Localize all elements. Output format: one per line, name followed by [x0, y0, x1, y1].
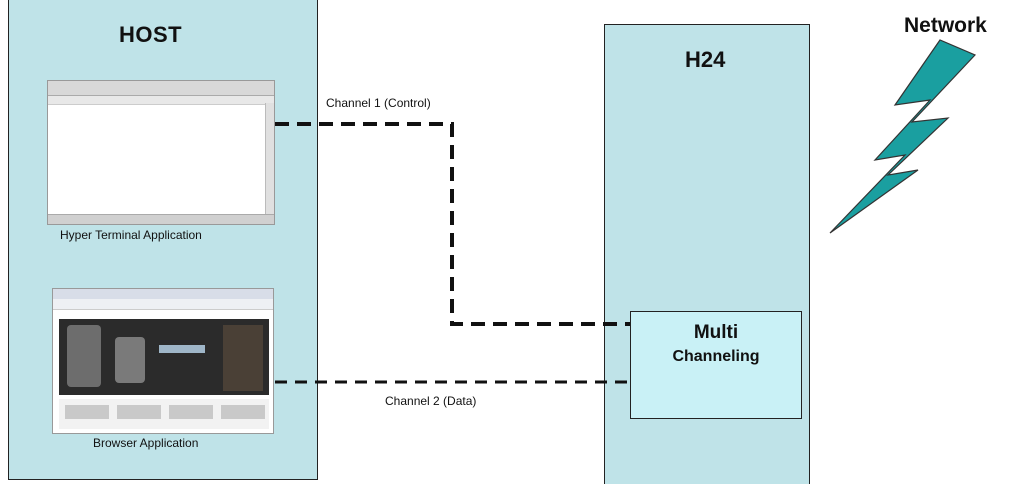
network-lightning-icon — [830, 40, 975, 233]
channel-1-connector — [275, 124, 630, 324]
